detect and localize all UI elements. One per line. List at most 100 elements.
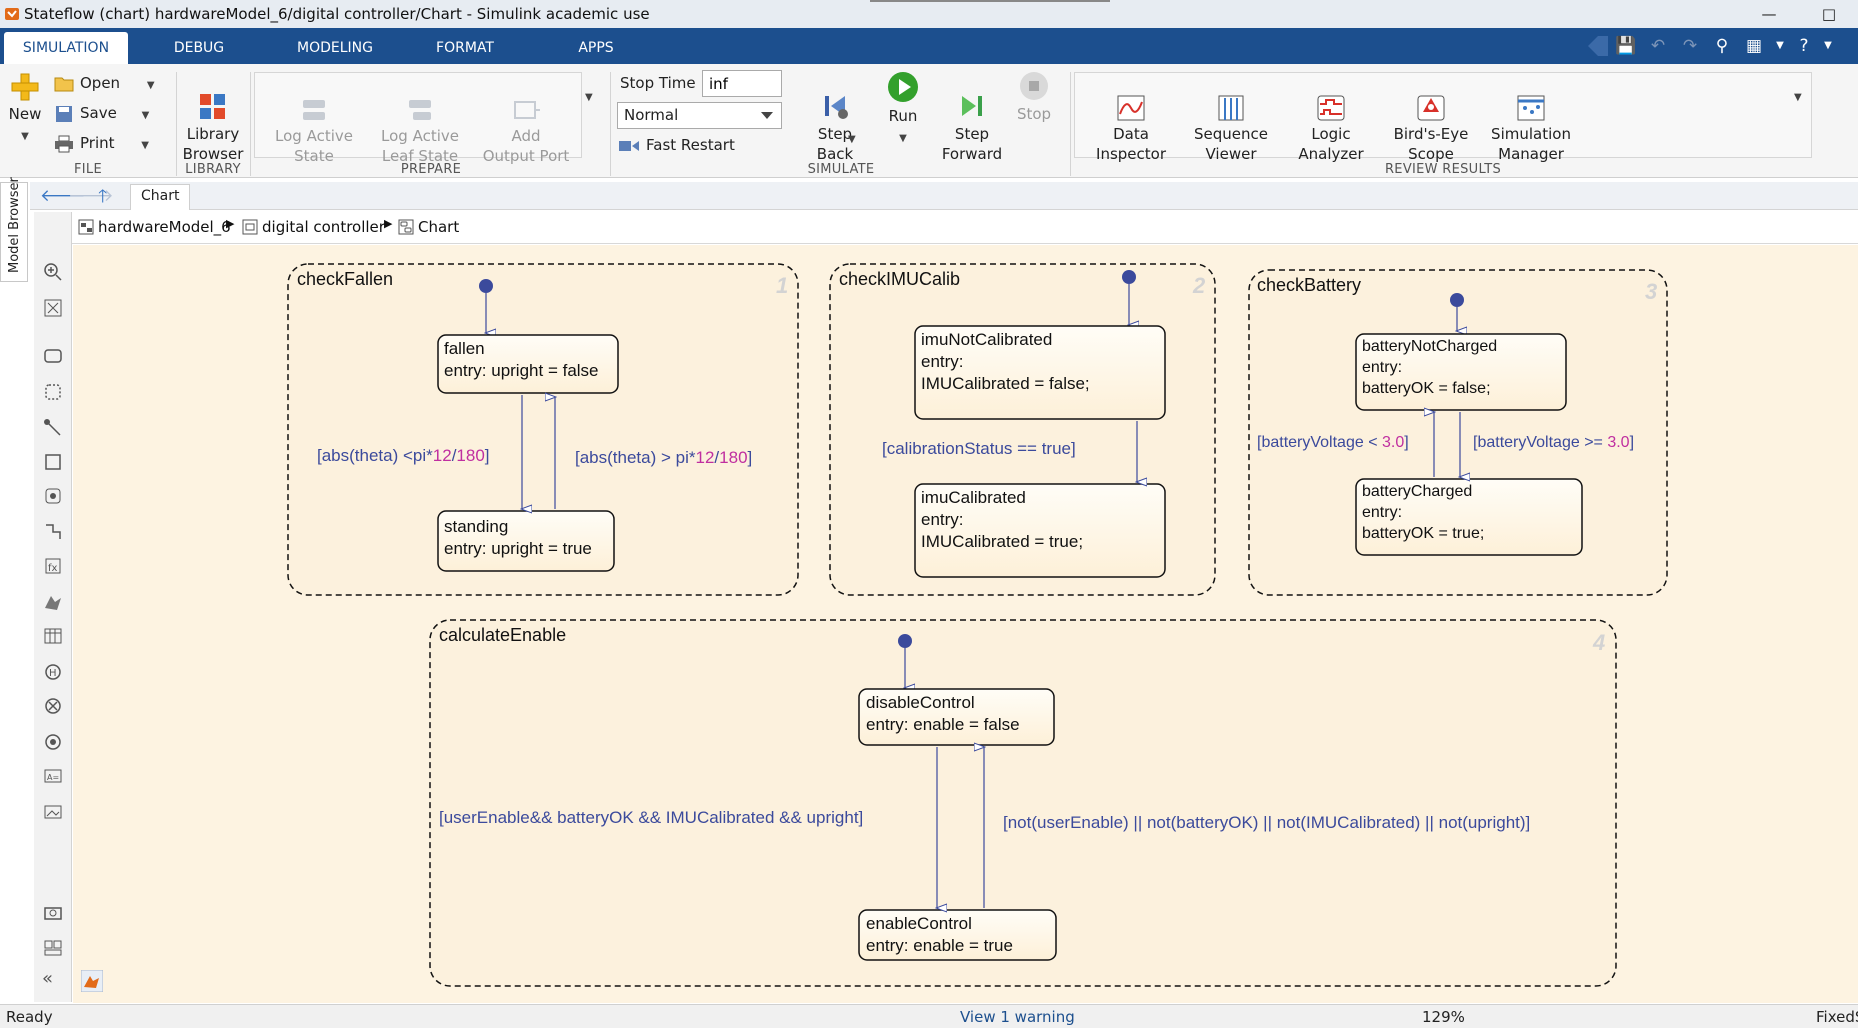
state-fallen[interactable]: fallen entry: upright = false: [437, 334, 619, 394]
logic-analyzer-button[interactable]: Logic Analyzer: [1286, 74, 1376, 164]
simulation-manager-button[interactable]: Simulation Manager: [1486, 74, 1576, 164]
superstate-calculate-enable[interactable]: calculateEnable 4: [429, 619, 1617, 987]
run-play-icon: [888, 72, 918, 102]
camera-icon[interactable]: [43, 902, 63, 922]
save-button[interactable]: Save ▼: [54, 104, 149, 123]
state-name: disableControl: [866, 693, 975, 712]
default-transition[interactable]: [898, 634, 912, 688]
tab-apps[interactable]: APPS: [578, 40, 614, 56]
state-battery-not-charged[interactable]: batteryNotCharged entry: batteryOK = fal…: [1355, 333, 1567, 411]
forward-arrow-icon[interactable]: 🡒: [68, 186, 114, 206]
status-warning-link[interactable]: View 1 warning: [960, 1008, 1075, 1026]
execution-order: 4: [1592, 630, 1605, 655]
state-tool-icon[interactable]: [43, 346, 63, 366]
help-icon[interactable]: ?: [1799, 36, 1809, 56]
collapse-palette-icon[interactable]: «: [42, 968, 54, 989]
table-icon[interactable]: [43, 626, 63, 646]
help-dropdown-icon[interactable]: ▼: [1824, 40, 1832, 51]
image-icon[interactable]: [43, 802, 63, 822]
fast-restart-button[interactable]: Fast Restart: [618, 136, 735, 154]
data-inspector-button[interactable]: Data Inspector: [1086, 74, 1176, 164]
chevron-down-icon: ▼: [21, 131, 29, 142]
state-name: imuCalibrated: [921, 488, 1026, 507]
step-back-button[interactable]: Step Back▼: [800, 70, 870, 164]
simulink-function-icon[interactable]: [43, 486, 63, 506]
open-button[interactable]: Open ▼: [54, 74, 155, 93]
transition-label-battery-low[interactable]: [batteryVoltage < 3.0]: [1257, 434, 1409, 451]
undo-icon[interactable]: ↶: [1650, 36, 1666, 56]
default-transition[interactable]: [1122, 270, 1136, 325]
stop-button[interactable]: Stop: [1012, 70, 1056, 124]
fit-to-view-icon[interactable]: [43, 298, 63, 318]
simulation-manager-label: Simulation Manager: [1491, 125, 1571, 163]
tab-debug[interactable]: DEBUG: [173, 40, 225, 56]
tab-modeling[interactable]: MODELING: [297, 40, 373, 56]
sequence-viewer-button[interactable]: Sequence Viewer: [1186, 74, 1276, 164]
default-transition[interactable]: [479, 279, 493, 333]
stop-time-input[interactable]: [702, 70, 782, 97]
annotation-icon[interactable]: A=: [43, 766, 63, 786]
step-forward-button[interactable]: Step Forward: [940, 70, 1004, 164]
matlab-logo-icon[interactable]: [81, 970, 103, 992]
back-arrow-icon[interactable]: 🡐: [40, 186, 86, 206]
print-label: Print: [80, 134, 115, 152]
library-browser-button[interactable]: Library Browser: [182, 72, 244, 164]
exit-junction-icon[interactable]: [43, 696, 63, 716]
zoom-in-icon[interactable]: [43, 262, 63, 282]
run-button[interactable]: Run▼: [876, 70, 930, 149]
breadcrumb-item-model[interactable]: hardwareModel_6: [78, 218, 231, 236]
maximize-button[interactable]: □: [1821, 5, 1837, 23]
state-enable-control[interactable]: enableControl entry: enable = true: [858, 909, 1057, 961]
superstate-check-fallen[interactable]: checkFallen 1: [287, 263, 799, 596]
prepare-gallery-expand-icon[interactable]: ▼: [585, 92, 593, 103]
property-inspector-icon[interactable]: [43, 938, 63, 958]
execution-order: 2: [1192, 273, 1206, 298]
minimize-button[interactable]: —: [1761, 5, 1777, 23]
tab-format[interactable]: FORMAT: [436, 40, 494, 56]
state-imu-not-calibrated[interactable]: imuNotCalibrated entry: IMUCalibrated = …: [914, 325, 1166, 420]
matlab-function-icon[interactable]: fx: [43, 556, 63, 576]
simulink-state-icon[interactable]: [43, 452, 63, 472]
log-active-state-button[interactable]: Log Active State: [268, 76, 360, 166]
up-arrow-icon[interactable]: 🡑: [98, 186, 108, 207]
review-gallery-expand-icon[interactable]: ▼: [1794, 92, 1802, 103]
superstate-name: checkIMUCalib: [839, 269, 960, 289]
search-icon[interactable]: ⚲: [1715, 36, 1729, 56]
default-transition-icon[interactable]: [43, 418, 63, 438]
transition-label-standing-to-fallen[interactable]: [abs(theta) > pi*12/180]: [575, 448, 752, 467]
breadcrumb-item-subsystem[interactable]: digital controller: [242, 218, 385, 236]
tab-chart[interactable]: Chart: [130, 184, 191, 210]
transition-label-disable[interactable]: [not(userEnable) || not(batteryOK) || no…: [1003, 813, 1530, 832]
history-junction-icon[interactable]: H: [43, 662, 63, 682]
save-icon[interactable]: 💾: [1615, 36, 1637, 56]
find-icon[interactable]: ▦: [1745, 36, 1763, 56]
transition-label-enable[interactable]: [userEnable&& batteryOK && IMUCalibrated…: [439, 808, 863, 827]
tab-simulation[interactable]: SIMULATION: [4, 32, 128, 64]
state-action: entry:: [1362, 504, 1402, 521]
matlab-icon[interactable]: [43, 592, 63, 612]
state-battery-charged[interactable]: batteryCharged entry: batteryOK = true;: [1355, 478, 1583, 556]
transition-label-fallen-to-standing[interactable]: [abs(theta) <pi*12/180]: [317, 446, 490, 465]
print-button[interactable]: Print ▼: [54, 134, 149, 153]
add-output-port-button[interactable]: Add Output Port: [480, 76, 572, 166]
model-browser-tab[interactable]: Model Browser: [0, 177, 28, 282]
box-tool-icon[interactable]: [43, 382, 63, 402]
simulation-mode-select[interactable]: Normal: [617, 102, 782, 129]
log-active-leaf-state-button[interactable]: Log Active Leaf State: [374, 76, 466, 166]
connective-junction-icon[interactable]: [43, 732, 63, 752]
state-imu-calibrated[interactable]: imuCalibrated entry: IMUCalibrated = tru…: [914, 483, 1166, 578]
new-label: New: [8, 105, 42, 123]
transition-label-battery-ok[interactable]: [batteryVoltage >= 3.0]: [1473, 434, 1634, 451]
chart-canvas[interactable]: checkFallen 1 checkIMUCalib 2 checkBatte…: [73, 245, 1858, 1003]
redo-icon[interactable]: ↷: [1682, 36, 1698, 56]
breadcrumb-item-chart[interactable]: Chart: [398, 218, 459, 236]
truth-table-tool-icon[interactable]: [43, 522, 63, 542]
transition-label-calibration[interactable]: [calibrationStatus == true]: [882, 439, 1076, 458]
chevron-down-icon[interactable]: ▼: [1776, 40, 1784, 51]
state-standing[interactable]: standing entry: upright = true: [437, 510, 615, 572]
data-inspector-icon: [1117, 95, 1145, 121]
state-disable-control[interactable]: disableControl entry: enable = false: [858, 688, 1055, 746]
new-button[interactable]: New ▼: [6, 72, 44, 147]
birds-eye-scope-button[interactable]: Bird's-Eye Scope: [1386, 74, 1476, 164]
default-transition[interactable]: [1450, 293, 1464, 331]
